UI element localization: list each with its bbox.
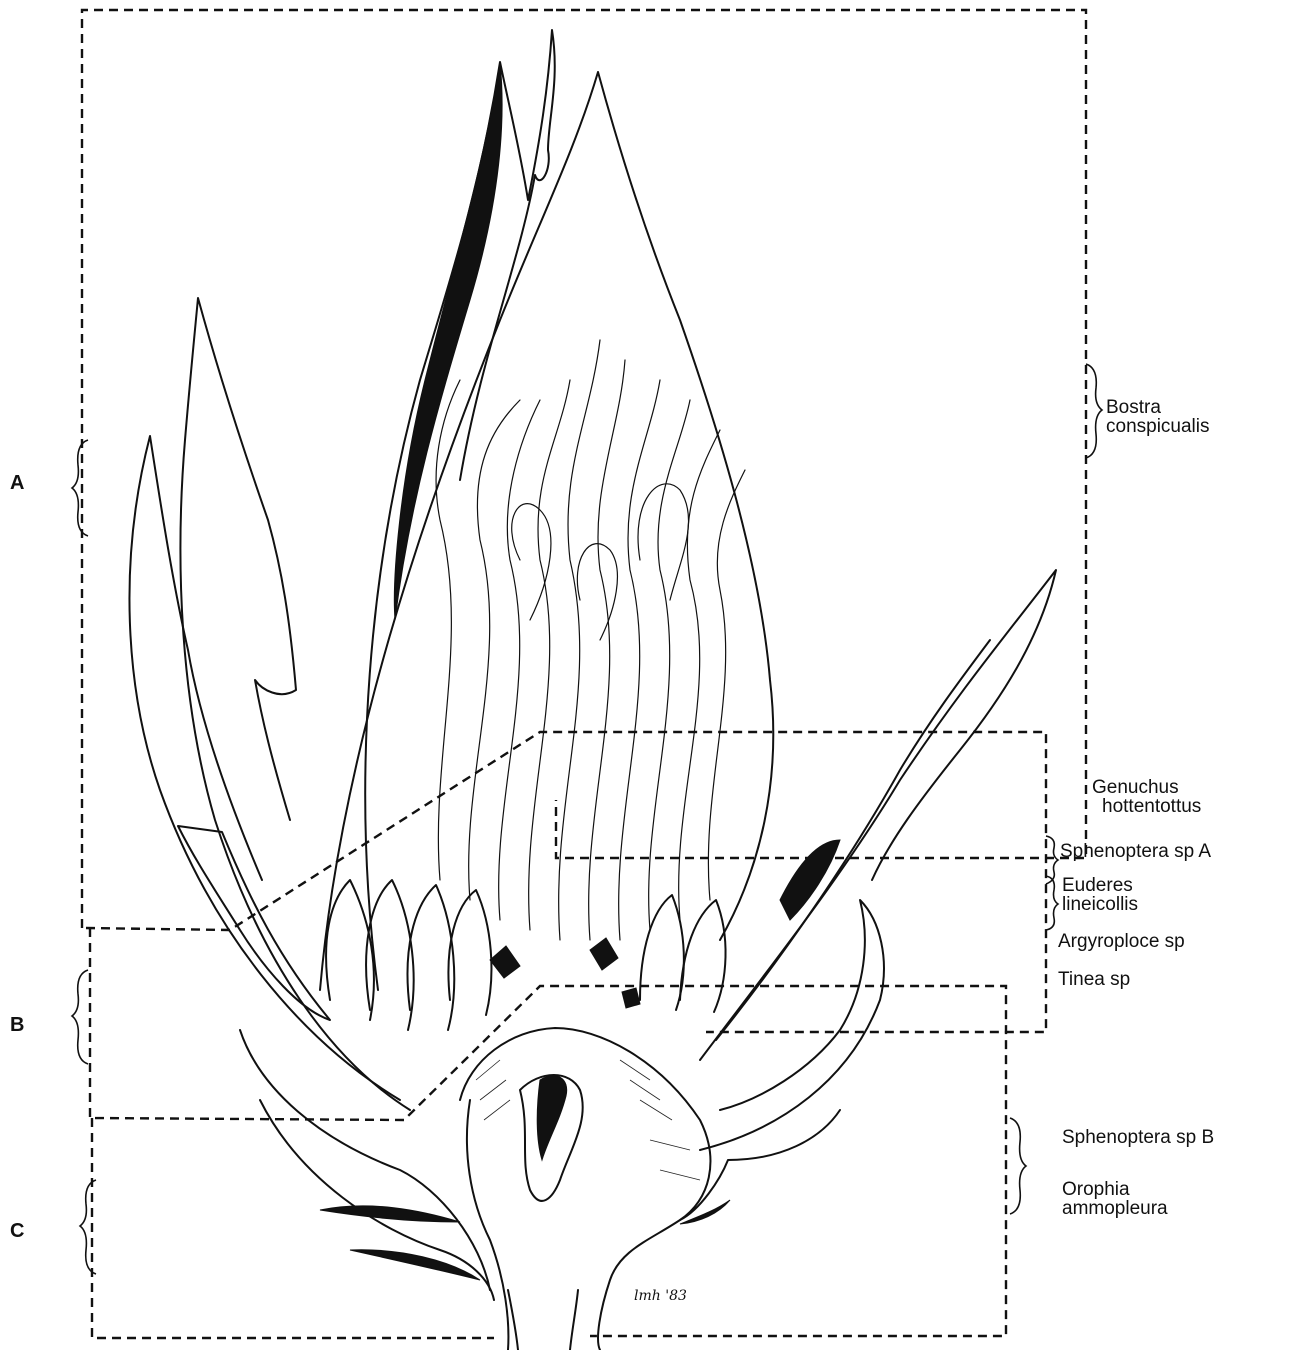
stem-left — [508, 1290, 518, 1350]
receptacle-dark-cavity — [537, 1076, 566, 1160]
label-genuchus-line2: hottentottus — [1092, 797, 1201, 816]
brace-zone-c — [80, 1180, 96, 1274]
zone-label-b: B — [10, 1016, 24, 1035]
left-base-dark-band-2 — [350, 1250, 480, 1280]
left-bract-dark-edge — [394, 62, 502, 620]
braces — [72, 364, 1102, 1274]
label-orophia: Orophia ammopleura — [1062, 1180, 1168, 1218]
zone-label-c: C — [10, 1222, 24, 1241]
receptacle-hatching — [476, 1060, 700, 1180]
far-left-bract — [180, 298, 410, 1110]
label-euderes-line1: Euderes — [1062, 876, 1138, 895]
right-base-dark-band — [680, 1200, 730, 1224]
brace-lower-right — [1010, 1118, 1026, 1214]
right-bract-dark-tip — [780, 840, 840, 920]
zone-boundaries — [82, 10, 1086, 1338]
label-euderes: Euderes lineicollis — [1062, 876, 1138, 914]
label-bostra-line2: conspicualis — [1106, 417, 1210, 436]
label-bostra: Bostra conspicualis — [1106, 398, 1210, 436]
label-euderes-line2: lineicollis — [1062, 895, 1138, 914]
right-bract-inner — [716, 640, 990, 1040]
receptacle-left — [467, 1100, 508, 1350]
inner-left-bract — [178, 826, 330, 1020]
label-sphenoptera-b: Sphenoptera sp B — [1062, 1128, 1214, 1147]
brace-euderes — [1046, 876, 1058, 930]
label-orophia-line2: ammopleura — [1062, 1199, 1168, 1218]
label-bostra-line1: Bostra — [1106, 398, 1210, 417]
pappus-hairs — [436, 340, 745, 940]
label-sphenoptera-a: Sphenoptera sp A — [1060, 842, 1211, 861]
label-orophia-line1: Orophia — [1062, 1180, 1168, 1199]
label-tinea: Tinea sp — [1058, 970, 1130, 989]
flower-head-illustration — [129, 30, 1056, 1350]
signature: lmh '83 — [634, 1288, 687, 1304]
zone-label-a: A — [10, 474, 24, 493]
left-base-dark-band — [320, 1206, 460, 1222]
left-tall-bract — [365, 30, 554, 990]
brace-zone-b — [72, 970, 88, 1064]
outer-left-bract — [129, 436, 400, 1100]
label-argyroploce: Argyroploce sp — [1058, 932, 1185, 951]
brace-bostra — [1086, 364, 1102, 458]
florets — [326, 880, 725, 1030]
stem-right — [570, 1290, 578, 1350]
central-bract — [320, 72, 773, 990]
label-genuchus: Genuchus hottentottus — [1092, 778, 1201, 816]
brace-zone-a — [72, 440, 88, 536]
label-genuchus-line1: Genuchus — [1092, 778, 1201, 797]
